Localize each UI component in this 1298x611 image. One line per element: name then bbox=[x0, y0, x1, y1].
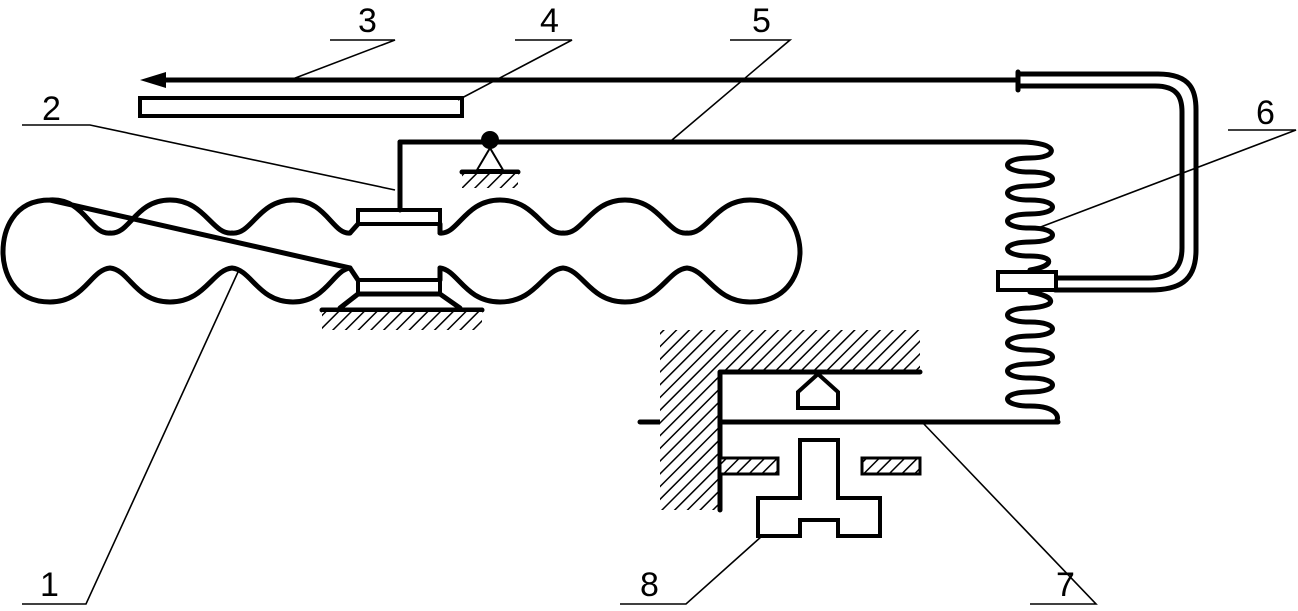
guide-left bbox=[718, 456, 780, 476]
callout-5: 5 bbox=[752, 2, 771, 40]
pivot-ground-hatch bbox=[462, 174, 518, 188]
lever bbox=[397, 131, 1023, 188]
arrowhead-icon bbox=[140, 72, 166, 88]
knife-edge-support bbox=[796, 371, 840, 410]
callout-3: 3 bbox=[358, 2, 377, 40]
leader-lines bbox=[22, 39, 1297, 605]
spring-clamp bbox=[996, 270, 1058, 292]
spring bbox=[996, 139, 1060, 425]
adjusting-screw bbox=[756, 438, 882, 538]
scale-bar bbox=[138, 96, 464, 118]
callout-7: 7 bbox=[1056, 566, 1075, 604]
callout-8: 8 bbox=[640, 566, 659, 604]
pointer-arrow bbox=[140, 72, 1021, 88]
base-ground-hatch bbox=[322, 312, 482, 330]
callout-numbers: 1 2 3 4 5 6 7 8 bbox=[40, 2, 1275, 604]
pivot-icon bbox=[481, 131, 499, 149]
callout-2: 2 bbox=[42, 90, 61, 128]
bellows bbox=[0, 197, 803, 330]
callout-1: 1 bbox=[40, 566, 59, 604]
callout-6: 6 bbox=[1256, 94, 1275, 132]
callout-4: 4 bbox=[540, 2, 559, 40]
support-frame bbox=[660, 330, 923, 513]
connecting-tube bbox=[1015, 69, 1199, 293]
guide-right bbox=[860, 456, 922, 476]
